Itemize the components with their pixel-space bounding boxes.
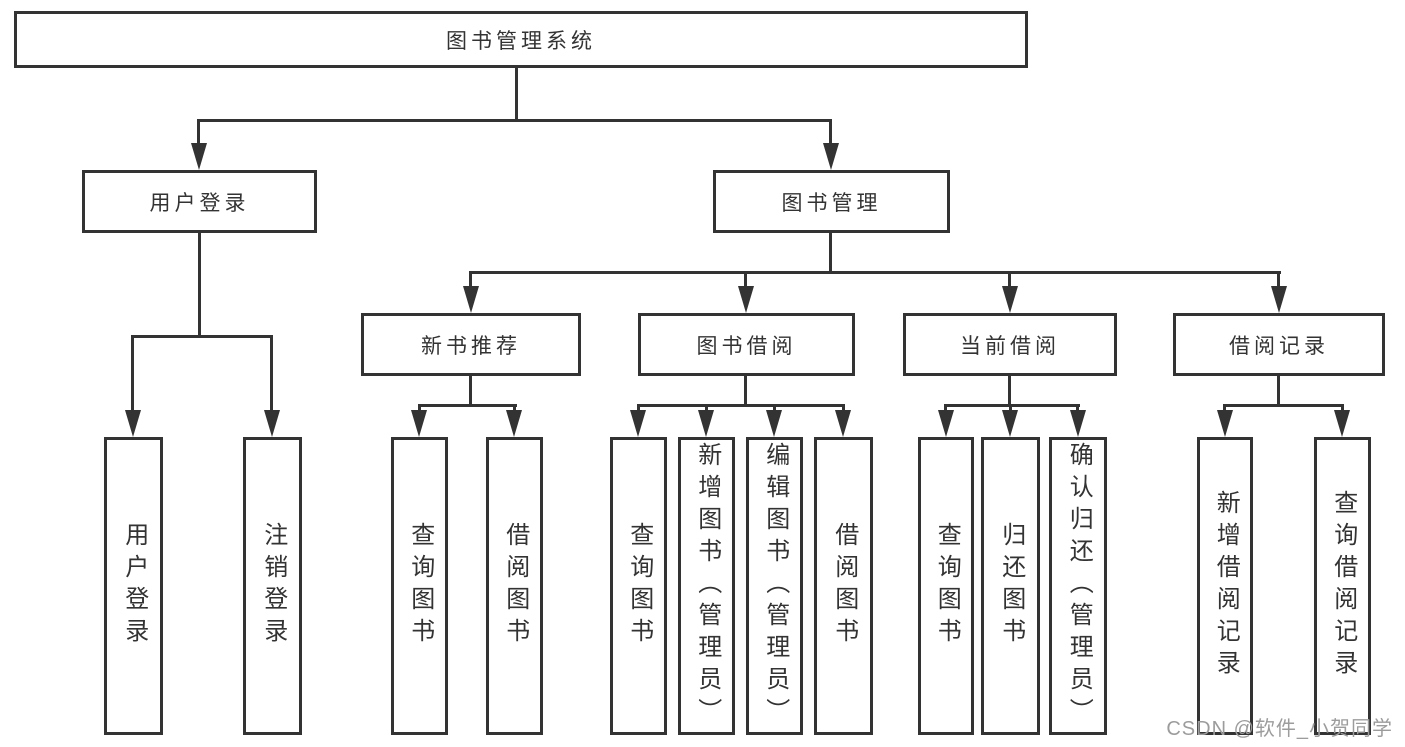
- arrow-down-icon: [463, 286, 479, 313]
- arrow-down-icon: [823, 143, 839, 170]
- leaf-borrow-books-recommend: 借阅图书: [486, 437, 543, 735]
- node-book-management: 图书管理: [713, 170, 950, 233]
- connector-group-rail: [1223, 404, 1344, 407]
- leaf-return-book: 归还图书: [981, 437, 1040, 735]
- node-book-borrow: 图书借阅: [638, 313, 855, 376]
- arrow-down-icon: [191, 143, 207, 170]
- connector-line: [1008, 271, 1011, 289]
- connector-line: [1277, 271, 1280, 289]
- connector-line: [1008, 376, 1011, 407]
- arrow-down-icon: [698, 410, 714, 437]
- connector-line: [842, 404, 845, 414]
- arrow-down-icon: [1070, 410, 1086, 437]
- leaf-user-login: 用户登录: [104, 437, 163, 735]
- connector-book-mgmt-stem: [829, 233, 832, 273]
- leaf-add-borrow-record: 新增借阅记录: [1197, 437, 1253, 735]
- leaf-query-borrow-record: 查询借阅记录: [1314, 437, 1371, 735]
- arrow-down-icon: [938, 410, 954, 437]
- node-new-book-recommend: 新书推荐: [361, 313, 581, 376]
- leaf-add-book-admin: 新增图书（管理员）: [678, 437, 735, 735]
- connector-line: [469, 271, 472, 289]
- connector-line: [469, 376, 472, 407]
- arrow-down-icon: [125, 410, 141, 437]
- leaf-confirm-return-admin: 确认归还（管理员）: [1049, 437, 1107, 735]
- leaf-query-books-borrow: 查询图书: [610, 437, 667, 735]
- connector-line: [744, 271, 747, 289]
- connector-line: [1009, 404, 1012, 414]
- connector-root-stem: [515, 68, 518, 122]
- node-borrow-records: 借阅记录: [1173, 313, 1385, 376]
- leaf-edit-book-admin: 编辑图书（管理员）: [746, 437, 803, 735]
- arrow-down-icon: [264, 410, 280, 437]
- connector-line: [1076, 404, 1079, 414]
- arrow-down-icon: [630, 410, 646, 437]
- node-root-system: 图书管理系统: [14, 11, 1028, 68]
- connector-line: [1277, 376, 1280, 407]
- arrow-down-icon: [1271, 286, 1287, 313]
- connector-level2-rail: [197, 119, 832, 122]
- connector-line: [744, 376, 747, 407]
- connector-line: [270, 335, 273, 412]
- watermark-text: CSDN @软件_小贺同学: [1166, 718, 1393, 740]
- arrow-down-icon: [738, 286, 754, 313]
- connector-line: [944, 404, 947, 414]
- connector-line: [513, 404, 516, 414]
- node-user-login: 用户登录: [82, 170, 317, 233]
- arrow-down-icon: [766, 410, 782, 437]
- connector-line: [705, 404, 708, 414]
- leaf-query-books-current: 查询图书: [918, 437, 974, 735]
- connector-line: [637, 404, 640, 414]
- connector-line: [418, 404, 421, 414]
- arrow-down-icon: [1002, 410, 1018, 437]
- connector-user-login-rail: [131, 335, 273, 338]
- connector-group-rail: [944, 404, 1080, 407]
- connector-line: [197, 119, 200, 146]
- connector-user-login-stem: [198, 233, 201, 337]
- leaf-borrow-books: 借阅图书: [814, 437, 873, 735]
- connector-line: [1223, 404, 1226, 414]
- arrow-down-icon: [1002, 286, 1018, 313]
- leaf-query-books-recommend: 查询图书: [391, 437, 448, 735]
- arrow-down-icon: [411, 410, 427, 437]
- arrow-down-icon: [835, 410, 851, 437]
- leaf-logout: 注销登录: [243, 437, 302, 735]
- connector-group-rail: [637, 404, 845, 407]
- node-current-borrow: 当前借阅: [903, 313, 1117, 376]
- connector-line: [131, 335, 134, 412]
- connector-line: [1341, 404, 1344, 414]
- connector-line: [773, 404, 776, 414]
- arrow-down-icon: [1217, 410, 1233, 437]
- arrow-down-icon: [506, 410, 522, 437]
- connector-line: [829, 119, 832, 146]
- connector-group-rail: [418, 404, 517, 407]
- connector-level3-rail: [469, 271, 1281, 274]
- arrow-down-icon: [1334, 410, 1350, 437]
